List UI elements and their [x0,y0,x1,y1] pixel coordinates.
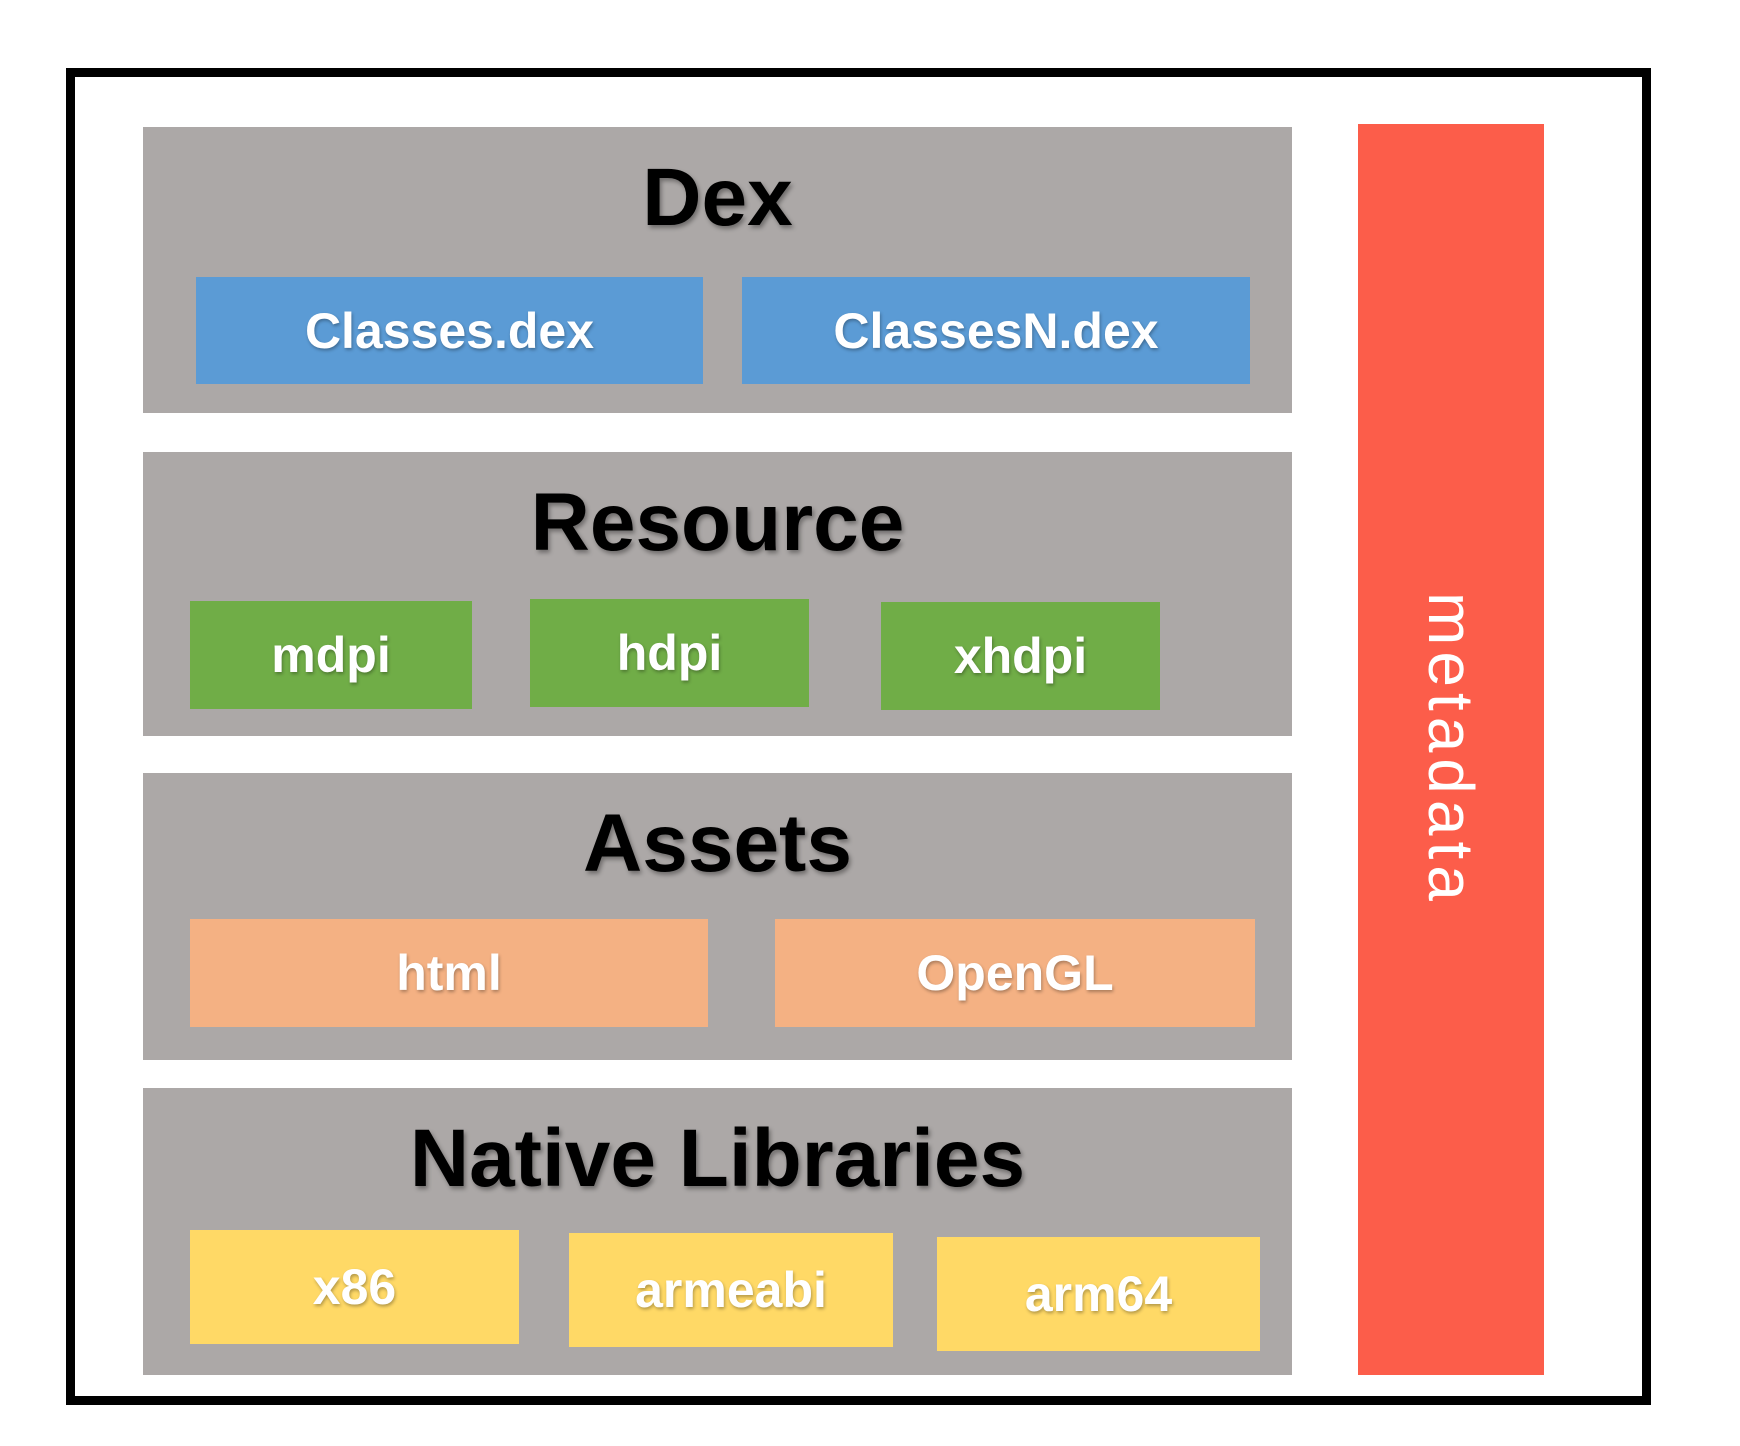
metadata-bar: metadata [1358,124,1544,1375]
box-label: hdpi [616,625,723,681]
section-panel-resource: Resource mdpi hdpi xhdpi [143,452,1292,736]
box-classes-dex: Classes.dex [196,277,703,384]
box-label: OpenGL [916,945,1114,1001]
box-html: html [190,919,708,1027]
box-label: ClassesN.dex [833,302,1159,359]
section-title-assets: Assets [583,798,852,889]
box-label: xhdpi [953,628,1088,684]
box-xhdpi: xhdpi [881,602,1160,710]
section-panel-native-libraries: Native Libraries x86 armeabi arm64 [143,1088,1292,1375]
box-armeabi: armeabi [569,1233,893,1347]
box-label: html [396,945,502,1001]
box-label: x86 [312,1259,397,1315]
box-mdpi: mdpi [190,601,472,709]
section-panel-dex: Dex Classes.dex ClassesN.dex [143,127,1292,413]
section-panel-assets: Assets html OpenGL [143,773,1292,1060]
box-classesn-dex: ClassesN.dex [742,277,1250,384]
section-title-resource: Resource [530,477,905,568]
box-arm64: arm64 [937,1237,1260,1351]
box-label: Classes.dex [304,302,595,359]
metadata-label: metadata [1415,592,1487,907]
section-title-dex: Dex [642,152,793,243]
box-opengl: OpenGL [775,919,1255,1027]
box-x86: x86 [190,1230,519,1344]
box-label: armeabi [635,1262,827,1318]
box-label: arm64 [1024,1266,1173,1322]
section-title-native-libraries: Native Libraries [409,1113,1026,1204]
box-label: mdpi [271,627,391,683]
box-hdpi: hdpi [530,599,809,707]
